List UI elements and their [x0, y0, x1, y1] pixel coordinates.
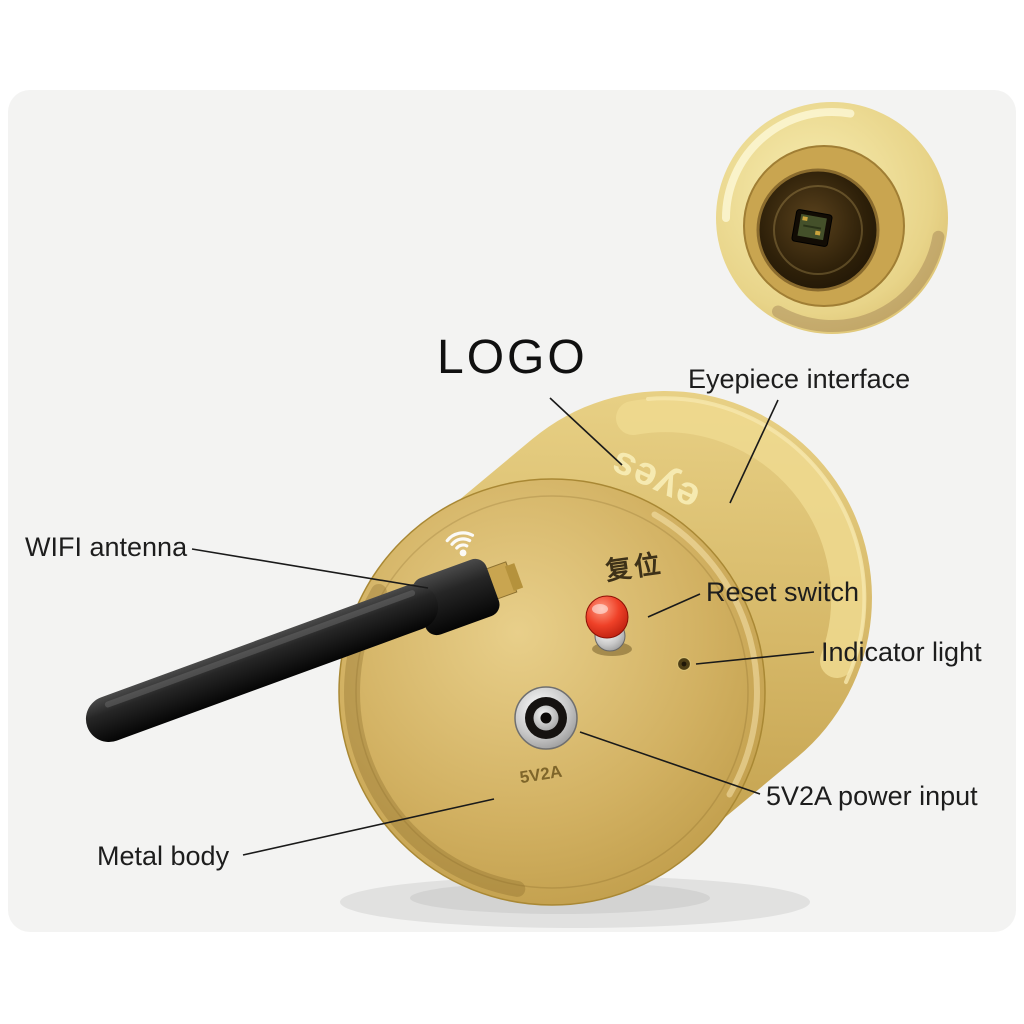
reset-switch: [585, 595, 632, 656]
callout-line-indicator-light: [695, 651, 815, 665]
callout-label-logo: LOGO: [437, 331, 588, 384]
wifi-icon: [445, 531, 475, 557]
device-face-details: 复位 5V2A: [445, 531, 692, 787]
power-input-jack: [514, 686, 578, 750]
callout-label-reset-switch: Reset switch: [706, 577, 860, 607]
callout-label-wifi-antenna: WIFI antenna: [25, 532, 188, 562]
wifi-antenna: [85, 558, 524, 743]
callout-lines: [191, 397, 815, 856]
callout-line-reset-switch: [647, 593, 701, 618]
callout-label-metal-body: Metal body: [97, 841, 230, 871]
image-sensor: [791, 209, 833, 247]
eyepiece-interface-inset: [716, 102, 948, 334]
callout-line-metal-body: [242, 798, 495, 856]
callout-line-wifi-antenna: [191, 548, 429, 589]
callout-label-indicator-light: Indicator light: [821, 637, 982, 667]
callout-label-power-input: 5V2A power input: [766, 781, 978, 811]
callout-line-eyepiece-interface: [729, 399, 779, 504]
callout-label-eyepiece-interface: Eyepiece interface: [688, 364, 911, 394]
callout-line-power-input: [579, 731, 761, 795]
callout-line-logo: [549, 397, 623, 466]
indicator-light: [676, 656, 692, 672]
